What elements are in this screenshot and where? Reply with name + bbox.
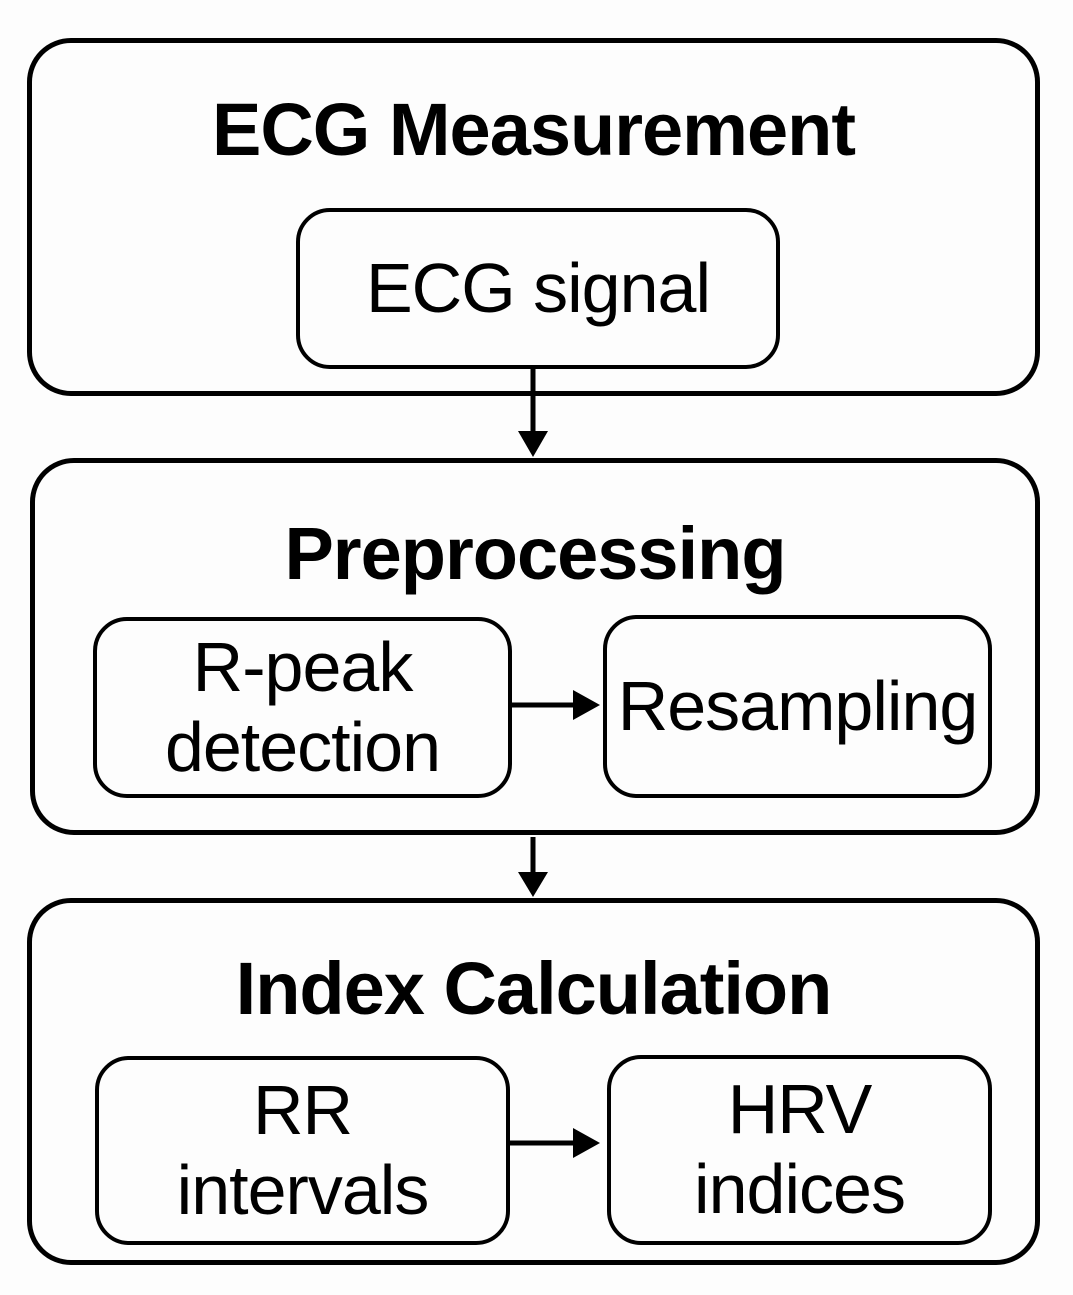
node-rr-intervals-label-line1: RR bbox=[252, 1070, 353, 1149]
node-r-peak-detection-label-line1: R-peak bbox=[192, 627, 414, 706]
node-r-peak-detection: R-peak detection bbox=[93, 617, 512, 798]
stage-preprocessing-title: Preprocessing bbox=[284, 512, 786, 595]
node-hrv-indices-label-line2: indices bbox=[694, 1150, 906, 1228]
node-resampling: Resampling bbox=[603, 615, 992, 798]
stage-ecg-measurement: ECG Measurement ECG signal bbox=[27, 38, 1040, 396]
stage-preprocessing: Preprocessing R-peak detection Resamplin… bbox=[30, 458, 1040, 835]
arrow-preprocessing-to-index-calculation bbox=[518, 837, 548, 897]
node-hrv-indices: HRV indices bbox=[607, 1055, 992, 1245]
node-rr-intervals: RR intervals bbox=[95, 1056, 510, 1245]
node-ecg-signal-label: ECG signal bbox=[365, 248, 711, 327]
stage-index-calculation-title: Index Calculation bbox=[235, 947, 833, 1030]
node-ecg-signal: ECG signal bbox=[296, 208, 780, 369]
node-rr-intervals-label-line2: intervals bbox=[176, 1150, 430, 1229]
stage-ecg-measurement-title: ECG Measurement bbox=[212, 88, 856, 171]
node-resampling-label: Resampling bbox=[617, 666, 979, 745]
arrow-head-icon bbox=[518, 872, 548, 897]
stage-index-calculation: Index Calculation RR intervals HRV indic… bbox=[27, 898, 1040, 1265]
arrow-head-icon bbox=[518, 431, 548, 457]
node-hrv-indices-label-line1: HRV bbox=[727, 1070, 873, 1149]
node-r-peak-detection-label-line2: detection bbox=[164, 707, 441, 786]
